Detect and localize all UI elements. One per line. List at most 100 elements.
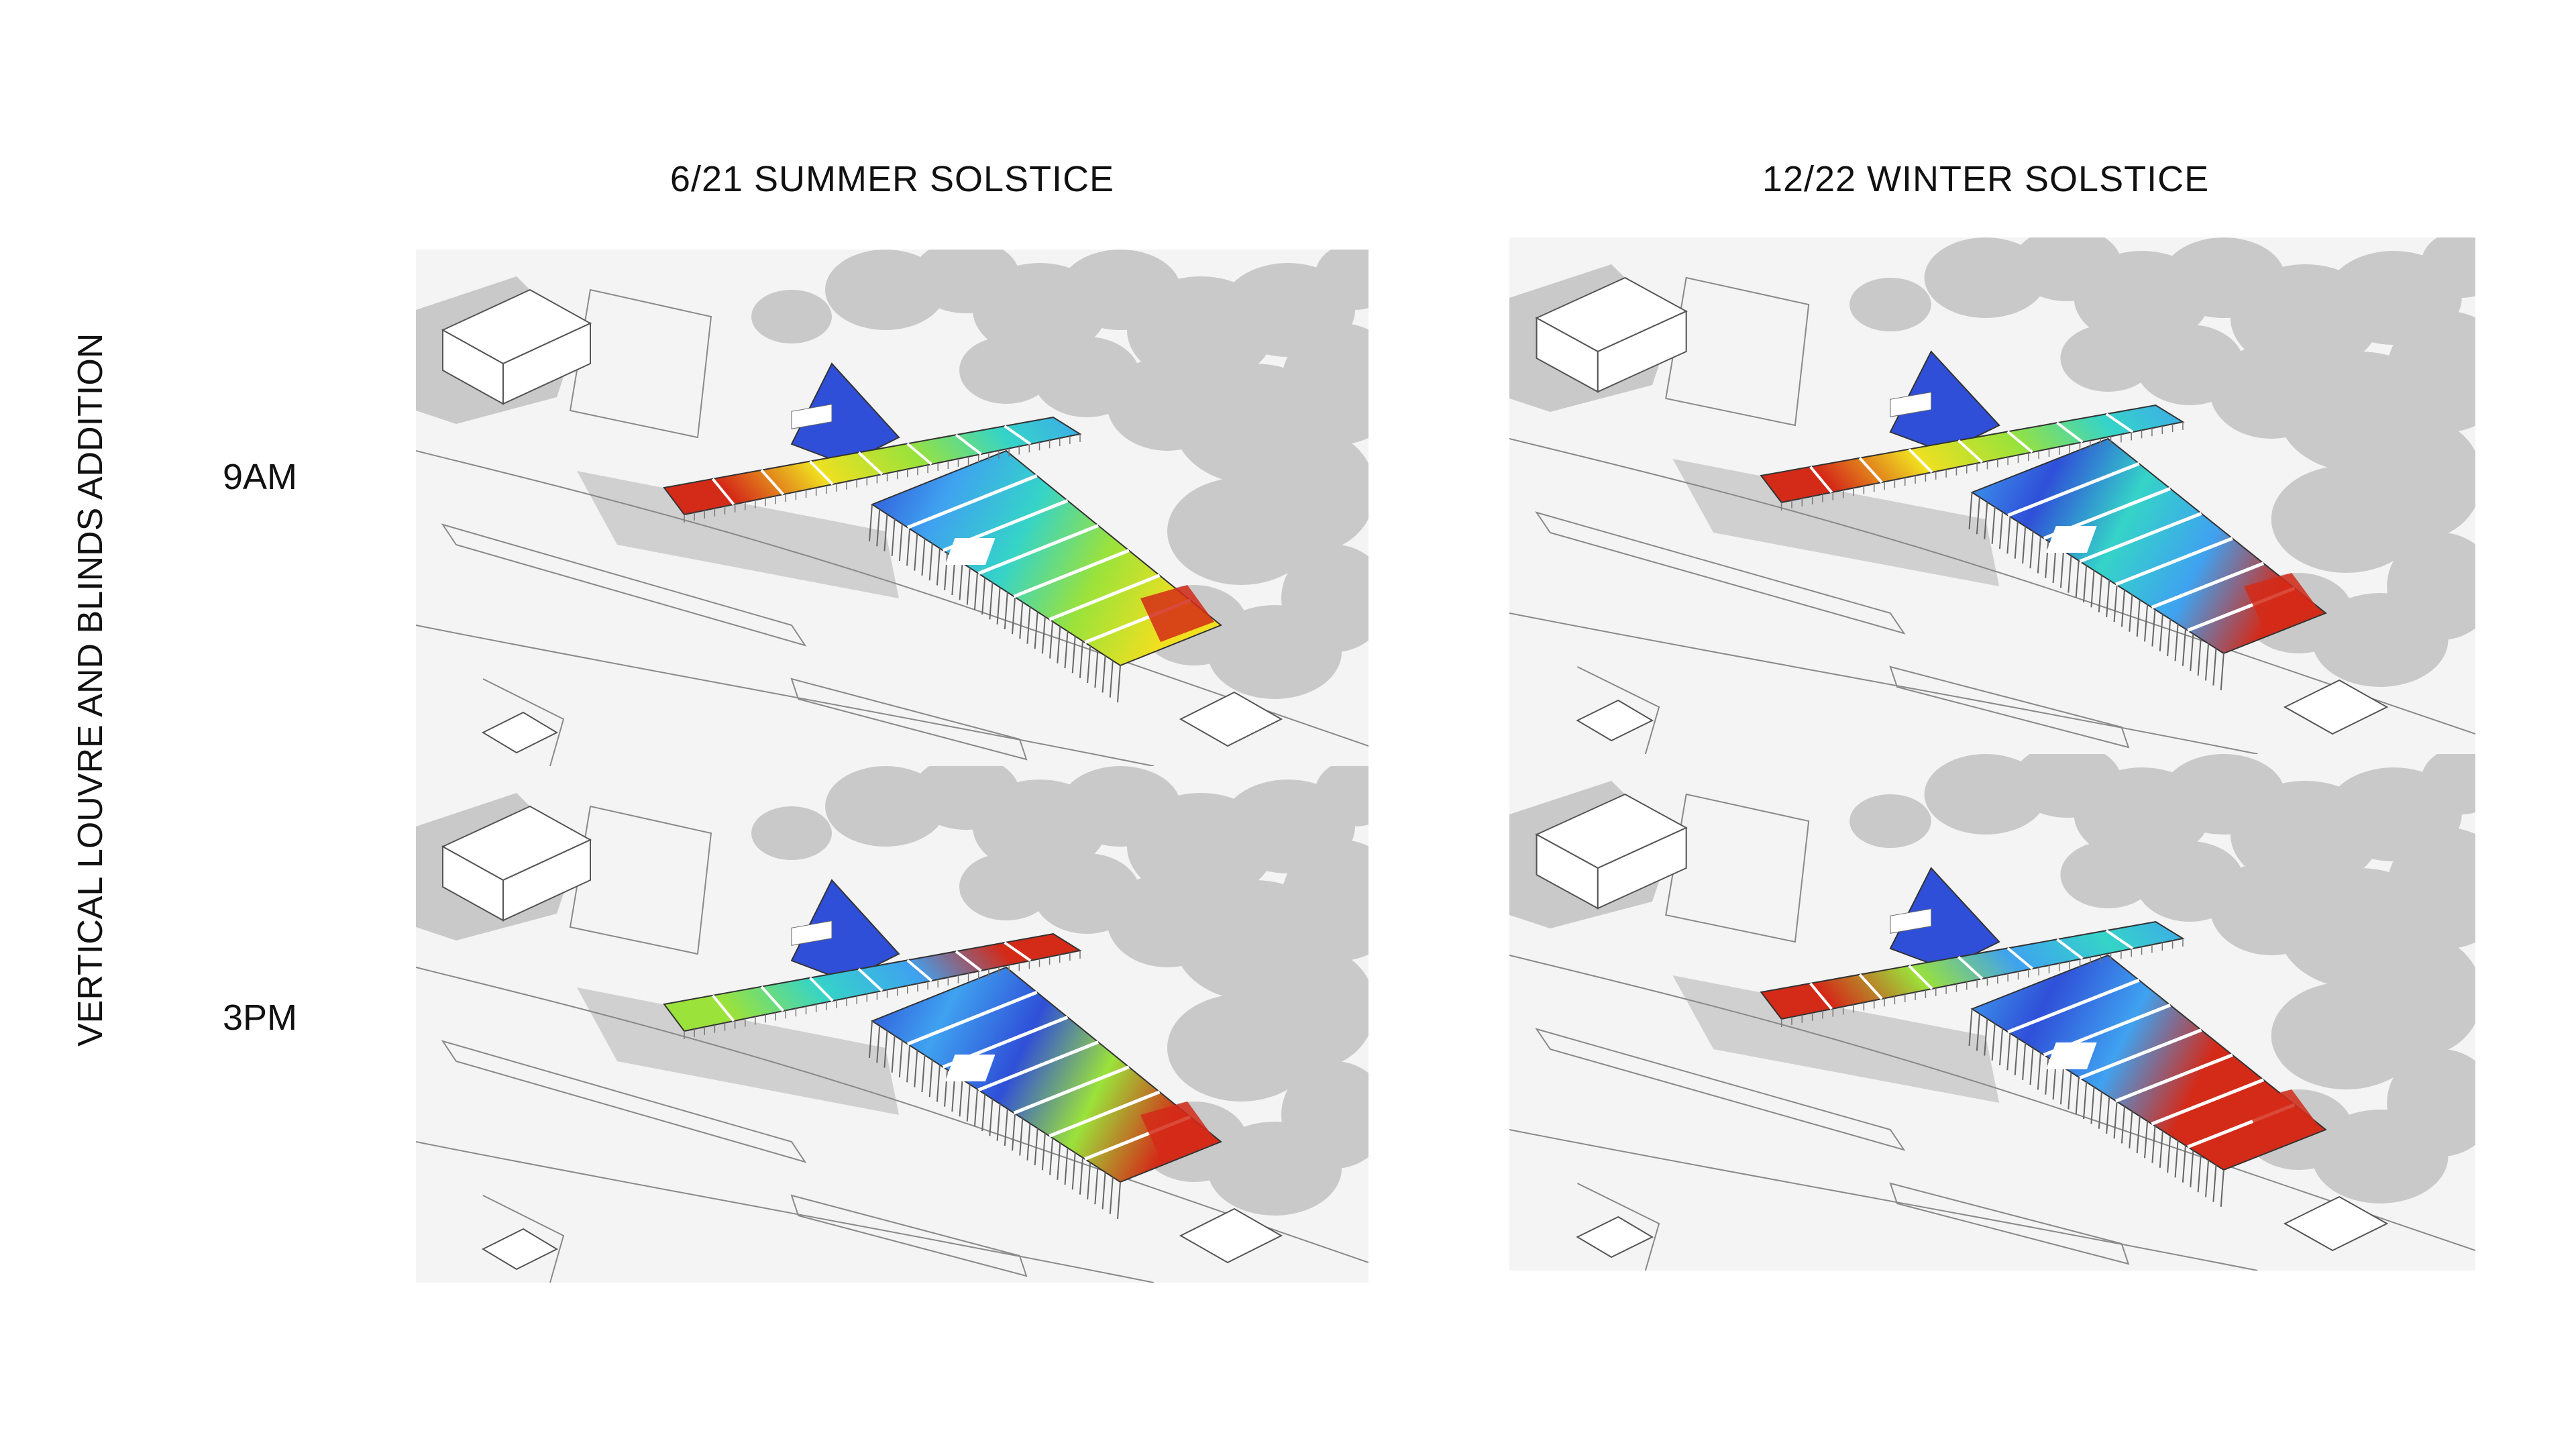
louvre-fin — [989, 1099, 994, 1136]
heat-hotspot — [1140, 1102, 1214, 1159]
tree-shadow — [751, 290, 832, 343]
louvre-fin — [2190, 633, 2194, 671]
louvre-fin — [1117, 665, 1121, 703]
louvre-fin — [1998, 1028, 2004, 1066]
bar-partition — [711, 994, 735, 1022]
louvre-fin — [2212, 1165, 2217, 1202]
tree-shadow — [2135, 841, 2245, 922]
louvre-fin — [1057, 626, 1061, 663]
louvre-fin — [2059, 1067, 2065, 1105]
partition-wall — [1049, 1090, 1161, 1138]
vertical-louvres — [869, 504, 1121, 703]
atrium-void — [791, 404, 833, 429]
shadow-group — [416, 766, 1368, 1216]
tree-shadow — [2271, 982, 2421, 1089]
louvre-fin — [2068, 555, 2072, 593]
bar-partition — [760, 469, 784, 496]
louvre-fin — [1087, 1162, 1091, 1199]
tree-shadow — [1849, 794, 1931, 848]
partition-wall — [977, 1040, 1099, 1092]
louvre-fin — [876, 1026, 881, 1063]
louvre-fin — [973, 1089, 978, 1126]
bar-partition — [809, 460, 834, 486]
louvre-fin — [2204, 1160, 2210, 1197]
louvre-fin — [2075, 1077, 2080, 1114]
louvre-fin — [1102, 655, 1106, 693]
bar-partition — [2056, 421, 2084, 443]
louvre-fin — [981, 578, 986, 615]
bar-partition — [1957, 956, 1984, 980]
bar-partition — [760, 985, 784, 1012]
louvre-fin — [1026, 606, 1031, 644]
partition-wall — [906, 474, 1038, 529]
side-label-strategy: VERTICAL LOUVRE AND BLINDS ADDITION — [71, 333, 110, 1046]
louvre-fin — [2106, 1096, 2110, 1134]
louvre-fin — [996, 1104, 1001, 1141]
pavilion-roof — [1179, 1208, 1283, 1264]
louvre-fin — [1991, 1023, 1996, 1061]
tree-shadow — [1315, 250, 1368, 310]
louvre-fin — [883, 1030, 888, 1068]
louvre-fin — [936, 548, 941, 586]
louvre-fin — [2212, 648, 2217, 686]
louvre-fin — [2129, 1111, 2133, 1148]
louvre-fin — [1012, 1114, 1016, 1151]
louvre-fin — [2006, 517, 2011, 554]
bar-partitions — [711, 425, 1032, 506]
daylight-panel-winter-3pm — [1509, 754, 2475, 1271]
louvre-fin — [928, 543, 933, 581]
louvre-fin — [944, 553, 949, 590]
louvre-fin — [1079, 1157, 1083, 1195]
panel-drawing — [1509, 237, 2475, 754]
louvre-fin — [1071, 1152, 1076, 1190]
curb-strip — [790, 1194, 1028, 1277]
bar-partition — [906, 442, 933, 466]
louvre-fin — [2136, 599, 2141, 637]
bar-partition — [1858, 973, 1883, 1000]
louvre-fin — [2090, 1087, 2095, 1124]
bar-partition — [1004, 941, 1032, 962]
partition-wall — [2115, 537, 2233, 586]
louvre-fin — [1968, 1008, 1973, 1046]
louvre-fin — [1984, 1018, 1988, 1056]
heat-hotspot — [2244, 1089, 2319, 1146]
louvre-fin — [898, 1040, 903, 1078]
tree-shadow — [751, 806, 832, 860]
column-title-winter-solstice: 12/22 WINTER SOLSTICE — [1762, 159, 2210, 199]
atrium-void — [1890, 392, 1932, 417]
column-title-summer-solstice: 6/21 SUMMER SOLSTICE — [669, 159, 1115, 199]
louvre-fin — [1984, 502, 1988, 539]
louvre-fin — [2098, 1091, 2102, 1129]
bar-partition — [1858, 457, 1883, 484]
louvre-fin — [1064, 1148, 1069, 1185]
louvre-fin — [1102, 1172, 1106, 1210]
road-edge — [416, 450, 1368, 747]
louvre-fin — [989, 582, 994, 620]
partition-wall — [2151, 561, 2265, 609]
louvre-fin — [1968, 492, 1973, 530]
partition-wall — [906, 990, 1038, 1046]
louvre-fin — [2197, 639, 2202, 676]
curb-strip — [1889, 665, 2130, 749]
pavilion — [481, 691, 1283, 754]
partition-wall — [2079, 1028, 2202, 1080]
neighbor-house — [1535, 276, 1688, 393]
bar-partition — [1004, 425, 1032, 445]
bar-partition — [1957, 439, 1984, 464]
courtyard-void — [945, 1055, 996, 1081]
louvre-fin — [2167, 1136, 2171, 1173]
louvre-fin — [906, 1045, 911, 1083]
house-wall — [1597, 310, 1687, 393]
road-edge — [1509, 955, 2475, 1251]
road-edge — [1509, 438, 2475, 735]
louvre-fin — [2144, 1121, 2149, 1159]
row-label-3pm: 3PM — [223, 998, 298, 1038]
louvre-fin — [2136, 1116, 2141, 1154]
louvre-fin — [936, 1065, 941, 1102]
bar-partition — [1809, 982, 1833, 1010]
louvre-fin — [966, 568, 971, 605]
louvre-fin — [2113, 1102, 2118, 1139]
louvre-fin — [2059, 551, 2065, 588]
louvre-fin — [2151, 609, 2156, 647]
louvre-fin — [1991, 506, 1996, 544]
